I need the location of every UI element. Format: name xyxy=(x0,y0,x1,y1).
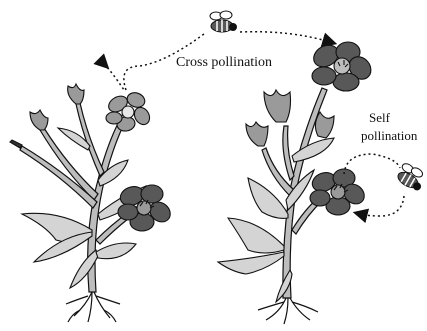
right-plant-roots xyxy=(258,298,318,324)
self-pollination-label-line1: Self xyxy=(369,111,390,124)
left-flower-dark xyxy=(118,183,175,231)
self-pollination-arrow-bottom xyxy=(360,196,404,216)
right-plant xyxy=(218,41,375,324)
right-flower-top xyxy=(310,41,376,91)
leaf xyxy=(228,218,284,253)
left-flower-light xyxy=(106,90,153,132)
leaf xyxy=(292,138,334,162)
leaf xyxy=(96,243,136,259)
leaf xyxy=(218,252,284,274)
bud xyxy=(30,110,48,130)
left-plant-roots xyxy=(66,292,120,322)
bud xyxy=(68,84,84,104)
bud xyxy=(264,90,291,122)
bud xyxy=(315,112,334,138)
bee-icon xyxy=(210,11,237,32)
self-pollination-arrow-top xyxy=(344,154,400,174)
cross-pollination-arrow-left-head xyxy=(104,64,124,90)
self-pollination-label-line2: pollination xyxy=(361,129,417,142)
bee-icon xyxy=(395,161,427,192)
cross-pollination-label: Cross pollination xyxy=(176,56,272,70)
cross-pollination-arrow-to-right xyxy=(240,32,330,42)
left-plant xyxy=(10,84,174,322)
right-flower-lower xyxy=(310,169,369,215)
right-plant-leaves xyxy=(218,138,334,302)
bud xyxy=(10,140,22,148)
bud xyxy=(246,122,268,146)
